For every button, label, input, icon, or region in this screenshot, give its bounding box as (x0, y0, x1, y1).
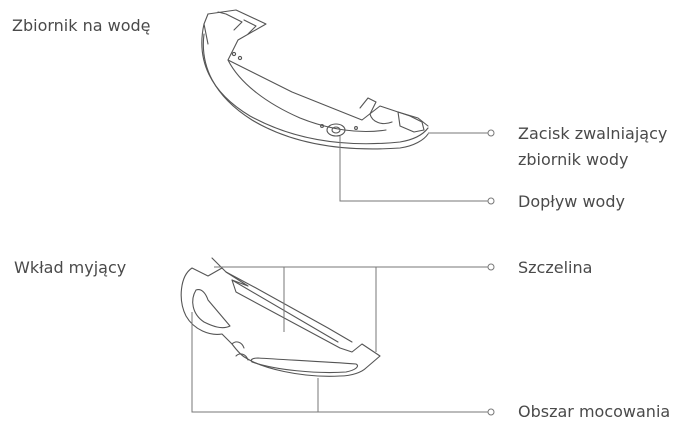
water-inlet-leader (339, 136, 495, 205)
slot-leader (214, 263, 495, 352)
water-tank-label: Zbiornik na wodę (12, 16, 151, 35)
mop-pad-label: Wkład myjący (14, 258, 127, 277)
tank-release-clip-leader (428, 129, 495, 137)
mounting-area-leader (191, 312, 495, 416)
tank-release-clip-label-line2: zbiornik wody (518, 150, 629, 169)
water-inlet-label: Dopływ wody (518, 192, 625, 211)
water-tank-illustration (201, 9, 429, 150)
tank-release-clip-label: Zacisk zwalniający (518, 124, 668, 143)
mop-pad-illustration (180, 257, 381, 377)
slot-label: Szczelina (518, 258, 593, 277)
mounting-area-label: Obszar mocowania (518, 402, 671, 421)
